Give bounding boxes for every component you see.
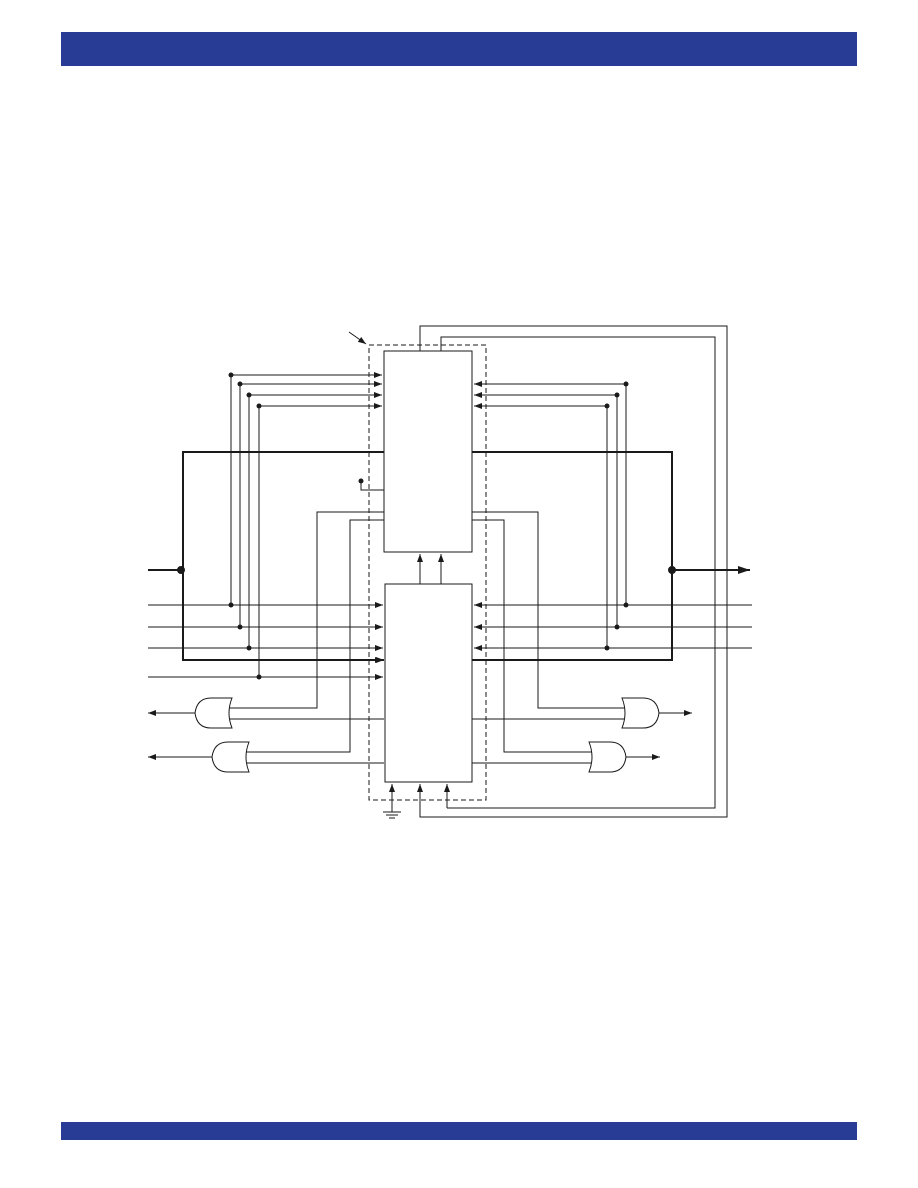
or-gate-left-upper: [194, 697, 233, 729]
tie-line: [360, 481, 384, 491]
dot: [604, 645, 610, 651]
dot: [623, 602, 629, 608]
dot: [614, 624, 620, 630]
dot: [228, 372, 234, 378]
footer-bar: [61, 1122, 857, 1140]
upper-block: [383, 350, 473, 553]
or-gate-right-upper: [621, 697, 660, 729]
flag-line-right-1: [472, 511, 626, 709]
dot: [237, 624, 243, 630]
flag-line-right-2: [472, 519, 593, 753]
or-gate-right-lower: [588, 741, 627, 773]
dot: [604, 403, 610, 409]
dot: [623, 381, 629, 387]
inner-loop: [440, 336, 716, 809]
dot: [614, 392, 620, 398]
module-pointer: [348, 331, 367, 345]
dot: [228, 602, 234, 608]
bus-right-upper: [472, 451, 673, 661]
bus-junction-left: [177, 566, 185, 574]
outer-loop: [419, 325, 728, 818]
header-bar: [61, 32, 857, 66]
dot: [256, 403, 262, 409]
flag-line-left-2: [245, 519, 384, 753]
flag-line-left-1: [228, 511, 384, 709]
bus-left-upper: [182, 451, 384, 661]
dot: [256, 674, 262, 680]
dot: [246, 392, 252, 398]
ground-icon: [383, 810, 401, 819]
left-control-lines: [148, 372, 383, 680]
dot: [237, 381, 243, 387]
bus-junction-right: [668, 566, 676, 574]
or-gate-left-lower: [211, 741, 250, 773]
right-control-lines: [474, 381, 752, 651]
module-outline: [368, 344, 487, 801]
dot: [246, 645, 252, 651]
lower-block: [384, 583, 473, 783]
